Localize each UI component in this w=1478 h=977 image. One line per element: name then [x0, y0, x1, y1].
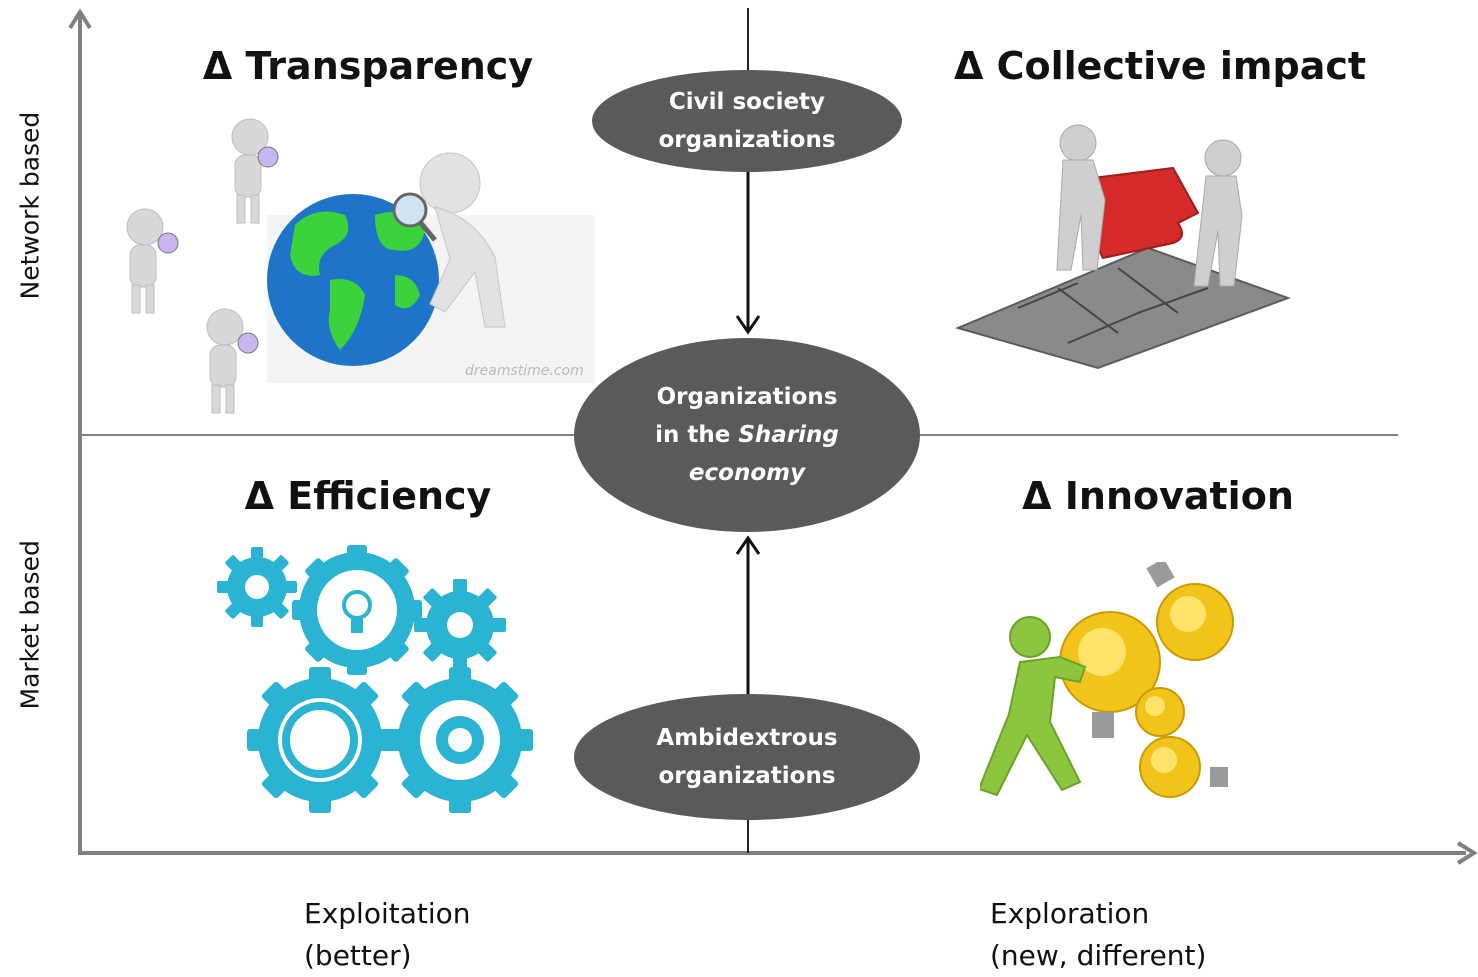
ellipse-ambidextrous-line1: Ambidextrous: [656, 725, 838, 751]
globe-icon: [267, 194, 439, 366]
ellipse-sharing-line3: economy: [688, 460, 806, 486]
ellipse-sharing-line1: Organizations: [656, 384, 838, 410]
green-figure-icon: [980, 616, 1087, 797]
dreamstime-watermark: dreamstime.com: [465, 363, 584, 379]
figure-with-magnifier-1: [231, 118, 279, 224]
x-label-exploitation: Exploitation (better): [304, 893, 471, 977]
x-label-exploitation-line1: Exploitation: [304, 897, 471, 930]
title-efficiency: Δ Efficiency: [244, 474, 492, 518]
ellipse-civil-society-line2: organizations: [658, 127, 836, 153]
x-axis-arrowhead: [1456, 841, 1478, 865]
title-innovation: Δ Innovation: [1022, 474, 1294, 518]
title-collective-impact: Δ Collective impact: [953, 44, 1367, 88]
ellipse-civil-society-line1: Civil society: [668, 89, 826, 115]
gear-lightbulb-icon: [292, 545, 422, 675]
figure-with-magnifier-2: [126, 208, 179, 314]
puzzle-figure-right: [1193, 139, 1243, 287]
gear-large-left-icon: [247, 667, 393, 813]
transparency-illustration: dreamstime.com: [126, 118, 595, 414]
ellipse-sharing-line2-prefix: in the: [655, 422, 739, 448]
ellipse-civil-society: Civil society organizations: [592, 70, 902, 172]
innovation-illustration: [980, 562, 1234, 798]
ellipse-ambidextrous: Ambidextrous organizations: [574, 694, 920, 820]
x-label-exploration-line2: (new, different): [990, 939, 1207, 972]
x-label-exploration-line1: Exploration: [990, 897, 1150, 930]
puzzle-figure-left: [1056, 124, 1106, 271]
ellipse-ambidextrous-line2: organizations: [658, 763, 836, 789]
arrow-down-head: [735, 315, 761, 335]
x-label-exploitation-line2: (better): [304, 939, 412, 972]
ellipse-sharing-economy: Organizations in the Sharing economy: [574, 338, 920, 532]
x-label-exploration: Exploration (new, different): [990, 893, 1206, 977]
arrow-up-head: [735, 535, 761, 555]
collective-impact-illustration: [948, 118, 1303, 374]
gear-small-left-icon: [217, 547, 297, 627]
efficiency-illustration: [217, 545, 533, 813]
title-transparency: Δ Transparency: [202, 44, 534, 88]
gear-group: [217, 545, 533, 813]
gear-small-right-icon: [414, 579, 506, 671]
ellipse-sharing-line2-italic: Sharing: [738, 422, 839, 448]
ellipse-sharing-line2: in the Sharing: [655, 416, 839, 454]
y-label-network-based: Network based: [15, 111, 45, 300]
figure-with-magnifier-3: [206, 308, 259, 414]
y-axis-arrowhead: [68, 8, 92, 30]
figure-with-large-magnifier: [392, 152, 506, 328]
gear-large-right-icon: [387, 667, 533, 813]
lightbulb-gears-icon: [1059, 562, 1234, 798]
y-label-market-based: Market based: [15, 540, 45, 710]
